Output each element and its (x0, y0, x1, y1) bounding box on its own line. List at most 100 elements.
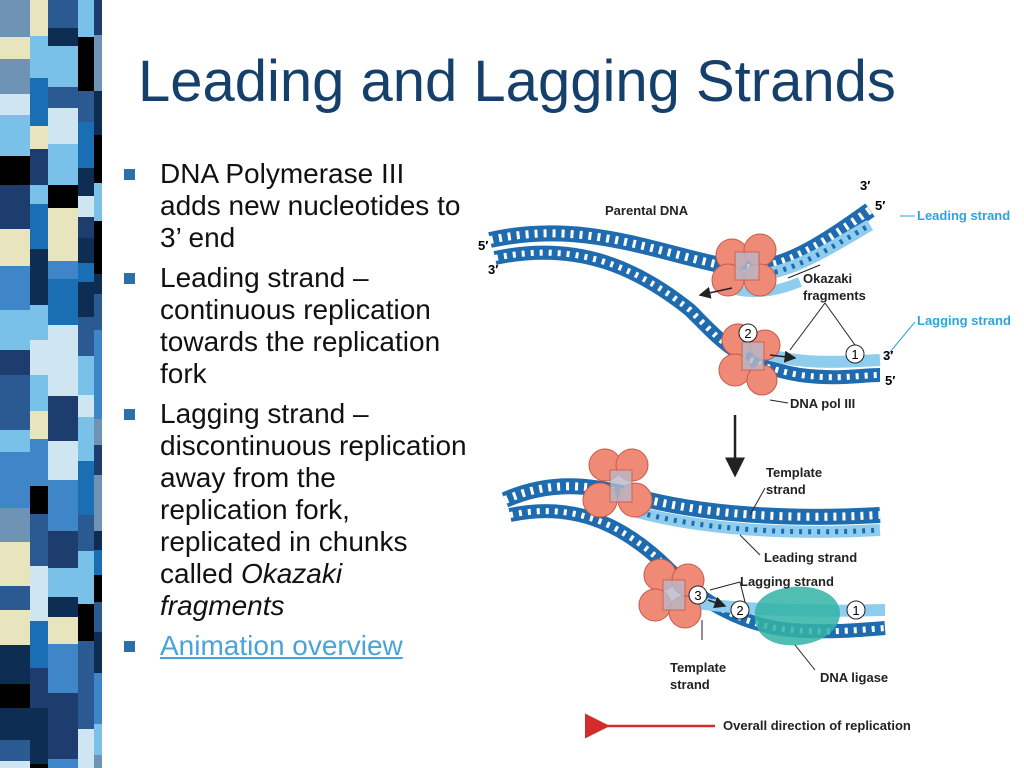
end-label: 5′ (875, 198, 885, 213)
okazaki-pointer (787, 264, 821, 279)
stripe-block (0, 586, 30, 610)
bullet-item: Animation overview (120, 630, 470, 662)
stripe-block (0, 156, 30, 185)
stripe-block (0, 375, 30, 430)
stripe-block (78, 282, 94, 317)
step-3-label: 3 (694, 588, 701, 603)
bullet-item: Leading strand – continuous replication … (120, 262, 470, 390)
okazaki-term: Okazaki fragments (160, 558, 343, 621)
step-3-circle (688, 585, 708, 605)
stripe-block (30, 668, 48, 708)
okazaki-pointer (789, 302, 826, 351)
stripe-block (0, 430, 30, 452)
stripe-block (94, 531, 102, 550)
bullet-text: Leading strand – continuous replication … (160, 262, 441, 389)
stripe-block (30, 78, 48, 126)
animation-overview-link[interactable]: Animation overview (160, 630, 403, 661)
ligase-pointer (794, 644, 816, 671)
parental-upper-rungs (489, 206, 873, 272)
decorative-stripe (0, 0, 120, 768)
stripe-block (94, 374, 102, 419)
bullet-item: Lagging strand – discontinuous replicati… (120, 398, 470, 622)
stripe-block (94, 35, 102, 91)
stripe-block (78, 641, 94, 690)
dnapol-pointer (769, 399, 789, 404)
leading-strand-bottom-rungs (629, 507, 881, 535)
bullet-item: DNA Polymerase III adds new nucleotides … (120, 158, 470, 254)
stripe-block (48, 87, 78, 108)
okazaki-pointer (824, 302, 856, 346)
polymerase-bottom-lower (638, 558, 705, 629)
stripe-block (78, 317, 94, 356)
stripe-block (94, 475, 102, 531)
stripe-block (94, 724, 102, 755)
lagging-strand-label: Lagging strand (917, 313, 1011, 328)
stripe-block (48, 108, 78, 144)
stripe-block (94, 135, 102, 183)
dna-ligase-label: DNA ligase (820, 670, 888, 685)
stripe-block (78, 0, 94, 37)
stripe-block (30, 514, 48, 566)
stripe-block (30, 149, 48, 185)
stripe-block (0, 610, 30, 645)
stripe-block (48, 759, 78, 768)
stripe-block (48, 693, 78, 717)
stripe-block (78, 196, 94, 217)
stripe-block (30, 566, 48, 621)
leading-pointer (739, 534, 761, 556)
direction-label: Overall direction of replication (723, 718, 911, 733)
step-1-label: 1 (851, 347, 858, 362)
stripe-block (78, 37, 94, 55)
end-label: 3′ (860, 178, 870, 193)
stripe-block (0, 761, 30, 768)
lagging-pointer (739, 581, 746, 603)
stripe-block (48, 28, 78, 46)
stripe-block (30, 486, 48, 514)
end-label: 5′ (478, 238, 488, 253)
parental-lower-rungs (494, 249, 881, 381)
stripe-block (48, 441, 78, 480)
top-replication-fork: 2 1 Parental DNA Leading strand Lagging … (478, 178, 1011, 411)
stripe-block (30, 411, 48, 439)
polymerase-bottom-upper (582, 448, 653, 518)
stripe-block (78, 395, 94, 417)
step-2-label: 2 (744, 326, 751, 341)
dna-pol-label: DNA pol III (790, 396, 855, 411)
stripe-block (48, 46, 78, 87)
stripe-block (94, 602, 102, 632)
stripe-block (48, 279, 78, 325)
stripe-block (30, 340, 48, 375)
lagging-pointer (709, 581, 741, 591)
okazaki-label-line1: Okazaki (803, 271, 852, 286)
stripe-block (94, 294, 102, 330)
stripe-block (0, 94, 30, 115)
stripe-block (48, 597, 78, 617)
stripe-block (94, 221, 102, 274)
stripe-block (30, 305, 48, 340)
stripe-block (30, 185, 48, 204)
stripe-block (78, 356, 94, 395)
stripe-block (94, 632, 102, 673)
stripe-block (94, 673, 102, 724)
bottom-replication-fork: 3 2 1 Template strand Leading strand Lag… (501, 448, 888, 692)
step-2-circle (730, 600, 750, 620)
template-upper-rungs (503, 482, 881, 521)
stripe-block (30, 621, 48, 668)
stripe-block (48, 420, 78, 441)
stripe-block (78, 217, 94, 238)
stripe-block (30, 708, 48, 738)
stripe-block (48, 396, 78, 420)
stripe-block (30, 439, 48, 486)
stripe-block (30, 0, 48, 36)
stripe-block (78, 238, 94, 263)
stripe-block (94, 274, 102, 294)
stripe-block (78, 515, 94, 551)
stripe-block (94, 575, 102, 602)
stripe-block (30, 738, 48, 764)
stripe-block (94, 183, 102, 221)
stripe-block (78, 168, 94, 196)
template-pointer (749, 487, 766, 516)
stripe-block (0, 310, 30, 350)
stripe-block (94, 0, 102, 35)
leading-strand-label: Leading strand (764, 550, 857, 565)
